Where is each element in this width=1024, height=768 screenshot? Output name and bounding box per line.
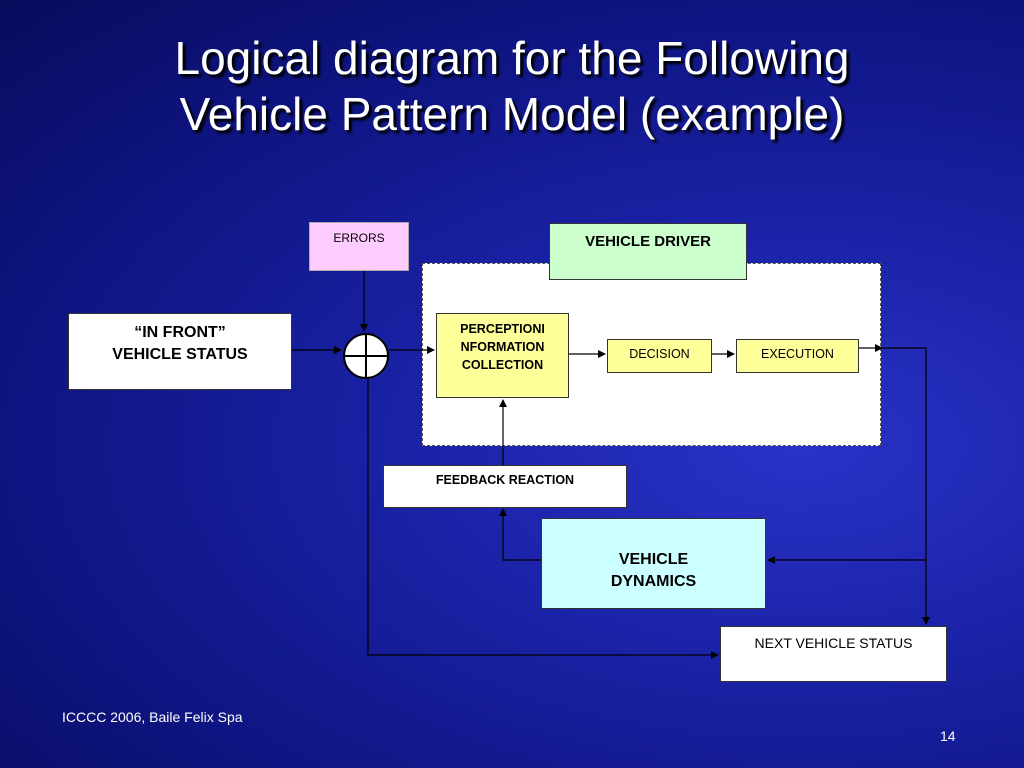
perception-information-collection-box: PERCEPTIONI NFORMATION COLLECTION — [436, 313, 569, 398]
arrow-sum-to-next-status — [367, 379, 719, 659]
arrow-dynamics-to-feedback — [499, 508, 541, 561]
decision-box: DECISION — [607, 339, 712, 373]
footer-conference: ICCCC 2006, Baile Felix Spa — [62, 709, 243, 725]
vehicle-dynamics-box: VEHICLE DYNAMICS — [541, 518, 766, 609]
decision-label: DECISION — [629, 347, 690, 361]
in-front-label-line-1: “IN FRONT” — [134, 324, 226, 341]
feedback-reaction-box: FEEDBACK REACTION — [383, 465, 627, 508]
feedback-reaction-label: FEEDBACK REACTION — [435, 473, 575, 487]
page-number: 14 — [940, 728, 956, 744]
vehicle-dynamics-label-line-1: VEHICLE — [618, 551, 689, 568]
execution-label: EXECUTION — [761, 347, 834, 361]
perception-label-line-1: PERCEPTIONI — [460, 322, 545, 336]
title-line-1: Logical diagram for the Following — [174, 32, 850, 84]
vehicle-driver-label: VEHICLE DRIVER — [585, 233, 711, 250]
title-line-2: Vehicle Pattern Model (example) — [179, 88, 845, 140]
in-front-vehicle-status-box: “IN FRONT” VEHICLE STATUS — [68, 313, 292, 390]
errors-label: ERRORS — [333, 231, 385, 245]
vehicle-driver-box: VEHICLE DRIVER — [549, 223, 747, 280]
perception-label-line-2: NFORMATION — [460, 340, 545, 354]
next-vehicle-status-label: NEXT VEHICLE STATUS — [754, 635, 913, 651]
next-vehicle-status-box: NEXT VEHICLE STATUS — [720, 626, 947, 682]
arrow-out-to-next-status — [882, 347, 930, 625]
vehicle-dynamics-label-line-2: DYNAMICS — [610, 573, 697, 590]
errors-box: ERRORS — [309, 222, 409, 271]
execution-box: EXECUTION — [736, 339, 859, 373]
in-front-label-line-2: VEHICLE STATUS — [112, 346, 248, 363]
slide-title: Logical diagram for the Following Vehicl… — [0, 30, 1024, 142]
perception-label-line-3: COLLECTION — [461, 358, 544, 372]
summing-junction — [343, 333, 389, 379]
